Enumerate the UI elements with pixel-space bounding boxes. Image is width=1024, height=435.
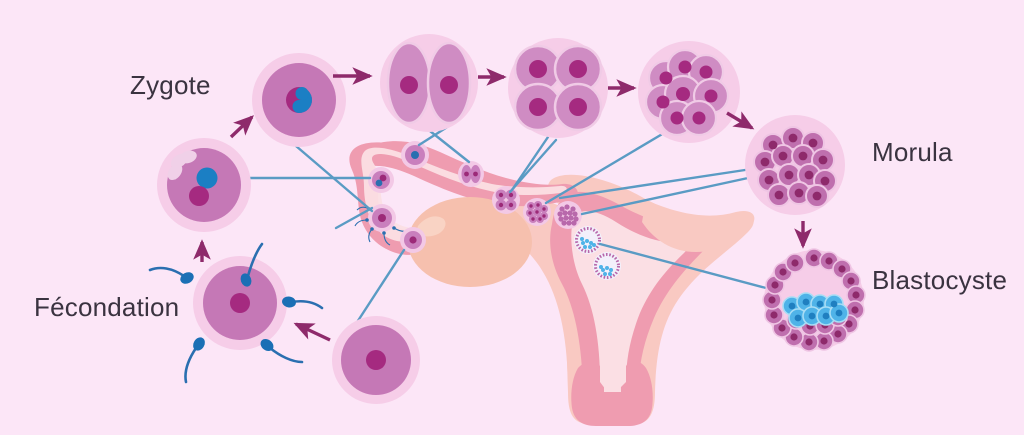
stage-four-cell[interactable]: [508, 38, 608, 138]
process-arrows-group: [193, 67, 812, 342]
stage-pronuclei[interactable]: [157, 138, 251, 232]
stage-morula[interactable]: [745, 115, 845, 215]
leader-line-uterus-upper: [558, 168, 747, 200]
leader-line-leader-two-cell: [428, 129, 471, 164]
sperm-cell: [184, 337, 205, 384]
arrow-arrow-pronuclei-to-zygote: [229, 115, 254, 139]
tube-embryo-tube-two-cell: [458, 161, 484, 187]
nucleus: [366, 350, 386, 370]
tube-embryo-tube-eight-cell: [523, 198, 551, 226]
sperm-cell: [148, 266, 194, 284]
tube-embryo-tube-four-cell: [492, 186, 520, 214]
stage-blastocyst[interactable]: [762, 248, 866, 352]
sperm-cell: [260, 338, 304, 364]
tube-embryo-tube-implanting: [593, 252, 621, 280]
tube-embryo-tube-ovum: [401, 141, 429, 169]
leader-line-leader-zygote: [294, 144, 374, 213]
leader-line-leader-eight-cell: [544, 131, 666, 205]
label-blastocyste: Blastocyste: [872, 265, 1008, 295]
leader-line-leader-ovum: [350, 248, 406, 332]
nucleus: [569, 98, 587, 116]
nucleus: [529, 98, 547, 116]
label-morula: Morula: [872, 137, 953, 167]
stage-two-cell[interactable]: [380, 34, 478, 132]
nucleus: [569, 60, 587, 78]
tube-embryo-tube-ovum2: [400, 227, 426, 253]
stage-eight-cell[interactable]: [638, 41, 740, 143]
label-fecondation: Fécondation: [34, 292, 180, 322]
ovary-follicle-notch: [417, 216, 446, 237]
pronucleus-female: [189, 186, 209, 206]
tube-embryo-series: [354, 141, 621, 280]
cervix: [571, 360, 653, 426]
arrow-arrow-ovum-to-fertilization: [293, 322, 331, 342]
nucleus: [440, 76, 458, 94]
leader-line-ovary-left: [334, 206, 374, 230]
anatomy-group: [349, 141, 755, 426]
leader-line-tube-far: [508, 138, 558, 194]
nucleus: [230, 293, 250, 313]
sperm-group: [148, 242, 324, 384]
pronucleus-male: [196, 167, 218, 189]
stage-zygote[interactable]: [252, 53, 346, 147]
sperm-cell: [240, 242, 264, 287]
stage-ovum-released[interactable]: [332, 316, 420, 404]
nucleus: [529, 60, 547, 78]
stage-oocyte-fertilized[interactable]: [193, 256, 287, 350]
tube-embryo-tube-morula: [554, 201, 582, 229]
leader-lines-group: [247, 122, 768, 332]
sperm-cell: [282, 296, 324, 310]
label-zygote: Zygote: [130, 70, 211, 100]
arrow-arrow-eight-cell-to-morula: [726, 111, 755, 130]
leader-line-leader-blastocyst: [598, 242, 768, 290]
tube-embryo-tube-blastocyst: [574, 226, 602, 254]
polar-bodies: [167, 150, 197, 180]
fallopian-tube-right: [642, 200, 755, 252]
tube-embryo-tube-fertilized: [368, 167, 394, 193]
cervical-canal: [604, 352, 621, 392]
fallopian-tube-lumen: [361, 147, 567, 242]
nucleus: [400, 76, 418, 94]
stage-circles-group: [148, 34, 866, 404]
leader-line-leader-morula: [580, 176, 750, 216]
